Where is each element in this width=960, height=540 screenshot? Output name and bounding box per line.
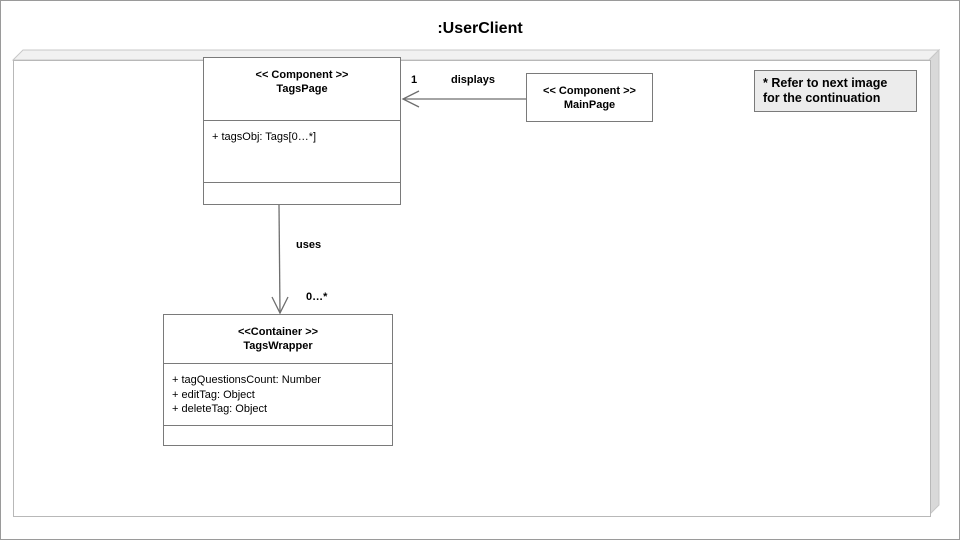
attribute: + tagsObj: Tags[0…*] xyxy=(212,131,317,143)
uses-arrow xyxy=(278,204,281,314)
class-tags-page[interactable]: << Component >> TagsPage + tagsObj: Tags… xyxy=(203,57,401,205)
attribute: + tagQuestionsCount: Number xyxy=(172,374,321,386)
tags-page-attributes: + tagsObj: Tags[0…*] xyxy=(204,120,400,182)
tags-wrapper-name: TagsWrapper xyxy=(243,340,313,352)
tags-page-operations xyxy=(204,182,400,204)
main-page-stereotype: << Component >> xyxy=(543,85,636,97)
uses-label: uses xyxy=(296,239,322,251)
uses-multiplicity: 0…* xyxy=(306,291,328,303)
tags-page-name: TagsPage xyxy=(276,83,328,95)
class-tags-wrapper[interactable]: <<Container >> TagsWrapper + tagQuestion… xyxy=(163,314,393,446)
note-line-2: for the continuation xyxy=(763,91,881,105)
main-page-name: MainPage xyxy=(563,99,616,111)
displays-label: displays xyxy=(451,74,496,86)
note-line-1: * Refer to next image xyxy=(763,76,888,90)
attribute: + editTag: Object xyxy=(172,388,255,401)
tags-wrapper-stereotype: <<Container >> xyxy=(237,326,319,338)
tags-page-stereotype: << Component >> xyxy=(255,69,349,81)
tags-wrapper-operations xyxy=(164,425,392,445)
tags-wrapper-attributes: + tagQuestionsCount: Number + editTag: O… xyxy=(164,363,392,425)
continuation-note: * Refer to next image for the continuati… xyxy=(754,70,917,112)
attribute: + deleteTag: Object xyxy=(172,403,268,415)
class-main-page[interactable]: << Component >> MainPage xyxy=(526,73,653,122)
displays-multiplicity: 1 xyxy=(411,74,418,86)
uses-arrowhead xyxy=(271,296,289,315)
displays-arrowhead xyxy=(401,90,420,108)
diagram-title: :UserClient xyxy=(437,20,523,37)
